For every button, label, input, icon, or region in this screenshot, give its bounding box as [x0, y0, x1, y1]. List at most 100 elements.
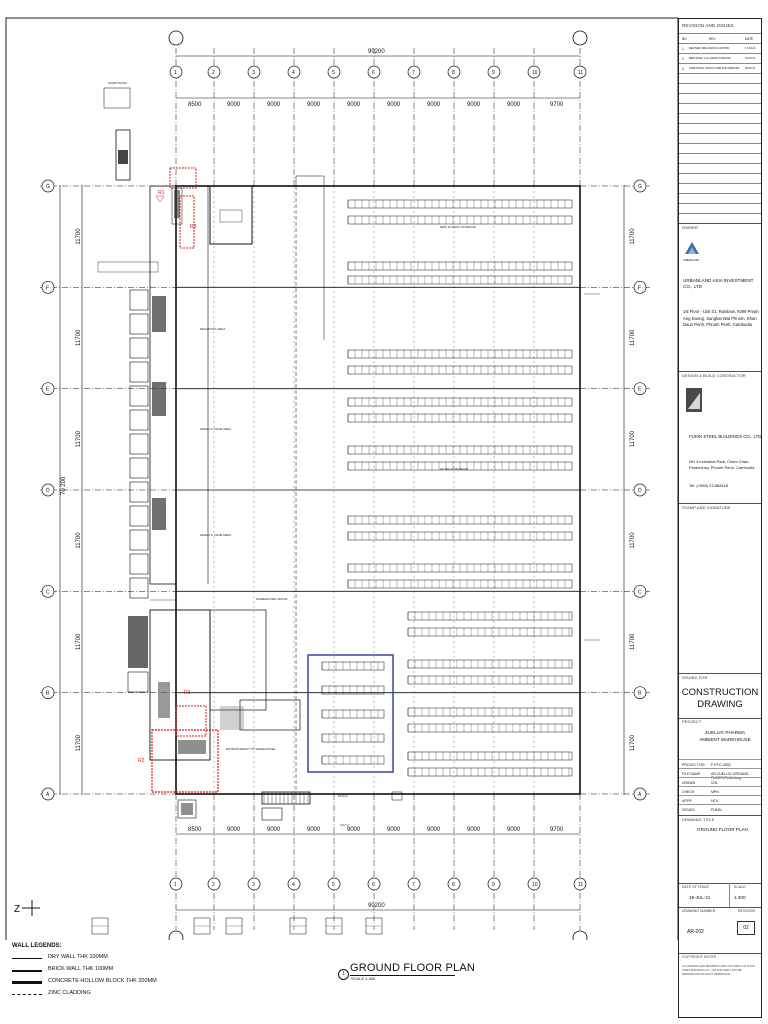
contractor-name: FUKIN STEEL BUILDINGS CO., LTD	[689, 434, 762, 439]
wall-legend: WALL LEGENDS: DRY WALL THK 100MM BRICK W…	[8, 940, 238, 1010]
drawing-number-header: DRAWING NUMBER	[682, 909, 716, 913]
right-bay-dim: 11700	[630, 532, 636, 549]
grid-label-bottom: 4	[292, 882, 295, 888]
top-bay-dim: 9700	[550, 102, 564, 108]
left-bay-dim: 11700	[76, 228, 82, 245]
drawing-number: AR-202	[687, 929, 704, 935]
contractor-tel: Tel: (+855) 23 882618	[689, 483, 729, 488]
date-header: DATE OF ISSUE	[682, 885, 709, 889]
dim-label-2: 3.07 m	[340, 823, 350, 827]
grid-label-bottom: 6	[372, 882, 375, 888]
revision-header: REVISION AND ISSUES	[682, 23, 734, 28]
receiving-area-label: RECEIVING AREA	[200, 327, 225, 331]
scale-header: SCALE	[734, 885, 746, 889]
grid-label-bottom: 9	[492, 882, 495, 888]
ac-bulk-label: AC BULK STORAGE	[440, 467, 468, 471]
legend-item-zinc: ZINC CLADDING	[48, 990, 91, 996]
staging-area-label-2: 20DEG°C ZONE AREA	[200, 533, 231, 537]
grid-label-bottom: 1	[174, 882, 177, 888]
bottom-bay-dim: 9000	[387, 827, 401, 833]
revision-columns: NO REV DATE	[679, 33, 761, 44]
left-bay-dim: 11700	[76, 734, 82, 751]
contractor-address: NH 4 Industrial Park, Chom Chao, Posench…	[689, 459, 755, 470]
grid-label-bottom: 8	[452, 882, 455, 888]
grid-label-left: E	[46, 387, 50, 393]
contractor-logo-icon	[685, 387, 703, 413]
bottom-bay-dim: 9000	[347, 827, 361, 833]
grid-label-top: 10	[532, 70, 538, 76]
stamp-header: STAMP AND SIGNATURE	[682, 505, 731, 510]
rev-mark-r2: R2	[138, 758, 145, 764]
issued-for: CONSTRUCTION DRAWING	[679, 687, 761, 711]
grid-label-top: 3	[252, 70, 255, 76]
owner-logo-text: URBANLAND	[683, 259, 699, 262]
issued-for-line-1: CONSTRUCTION	[681, 687, 759, 698]
grid-label-bottom: 2	[212, 882, 215, 888]
grid-label-bottom: 11	[578, 882, 583, 888]
grid-label-right: F	[638, 285, 641, 291]
grid-label-top: 7	[412, 70, 415, 76]
right-bay-dim: 11700	[630, 633, 636, 650]
bottom-bay-dim: 9000	[267, 827, 281, 833]
overall-depth-label: 70 200	[61, 476, 67, 495]
top-bay-dim: 9000	[307, 102, 321, 108]
storage-racks	[321, 199, 573, 777]
revision-row-2: 2 REPLACED 1.2m HEIGHT RAILING 03-06-21	[679, 53, 761, 64]
grid-label-right: C	[638, 589, 642, 595]
view-number: 1	[338, 969, 349, 980]
grid-label-top: 9	[492, 70, 495, 76]
grid-label-left: F	[46, 285, 49, 291]
rev-mark-r3: R3	[190, 224, 197, 230]
left-bay-dim: 11700	[76, 430, 82, 447]
grid-label-top: 1	[174, 70, 177, 76]
owner-address: 1st Floor - Unit 01, Rainbow, #299 Preah…	[683, 309, 759, 328]
top-bay-dim: 9000	[467, 102, 481, 108]
grid-label-left: G	[46, 184, 50, 190]
grid-label-right: G	[638, 184, 642, 190]
grid-label-right: A	[638, 792, 642, 798]
right-bay-dim: 11700	[630, 734, 636, 751]
bottom-bay-dim: 9000	[307, 827, 321, 833]
grid-label-bottom: 7	[412, 882, 415, 888]
owner-name: URBANLAND ASIA INVESTMENT CO., LTD	[683, 278, 754, 289]
contractor-header: DESIGN & BUILD CONTRACTOR	[682, 373, 746, 378]
left-bay-dim: 11700	[76, 532, 82, 549]
entrance-label: ENTRANCE/EXIT TO WAREHOUSE	[226, 747, 275, 751]
right-bay-dim: 11700	[630, 430, 636, 447]
bottom-bay-dim: 9000	[227, 827, 241, 833]
grid-label-top: 4	[292, 70, 295, 76]
svg-text:Z: Z	[14, 904, 20, 915]
revision-row-3: 3 ADDITIONAL STRUCTURE FOR REPAIRS 08-06…	[679, 63, 761, 74]
overall-width-bottom-label: 90200	[368, 903, 385, 909]
top-bay-dim: 9000	[507, 102, 521, 108]
grid-label-left: C	[46, 589, 50, 595]
top-bay-dim: 9000	[387, 102, 401, 108]
grid-label-bottom: 5	[332, 882, 335, 888]
legend-swatch-zinc	[12, 994, 42, 995]
bottom-bay-dim: 8500	[188, 827, 202, 833]
left-bay-dim: 11700	[76, 633, 82, 650]
grid-label-left: B	[46, 691, 50, 697]
north-arrow: Z	[14, 900, 40, 916]
left-loading-bays	[129, 289, 166, 599]
plan-title-text: GROUND FLOOR PLAN	[350, 962, 476, 974]
bottom-bay-dim: 9000	[467, 827, 481, 833]
bottom-bay-dim: 9000	[427, 827, 441, 833]
grid-label-top: 5	[332, 70, 335, 76]
plan-scale: SCALE 1:400	[351, 976, 376, 981]
bottom-bay-dim: 9700	[550, 827, 564, 833]
highlight-zone	[307, 654, 394, 773]
owner-header: OWNER	[682, 225, 698, 230]
drawing-title-header: DRAWING TITLE	[682, 817, 715, 822]
issued-for-line-2: DRAWING	[697, 699, 743, 710]
title-block-field: PROJECT NO.F.F.P.C.0002	[679, 759, 761, 769]
grid-label-top: 6	[372, 70, 375, 76]
pump-room-label: PUMP ROOM	[108, 81, 127, 85]
floor-plan-drawing: 90200 8500 9000 9000 9000 9000 9000 9000 9000 90…	[5, 17, 678, 940]
left-bay-dim: 11700	[76, 329, 82, 346]
